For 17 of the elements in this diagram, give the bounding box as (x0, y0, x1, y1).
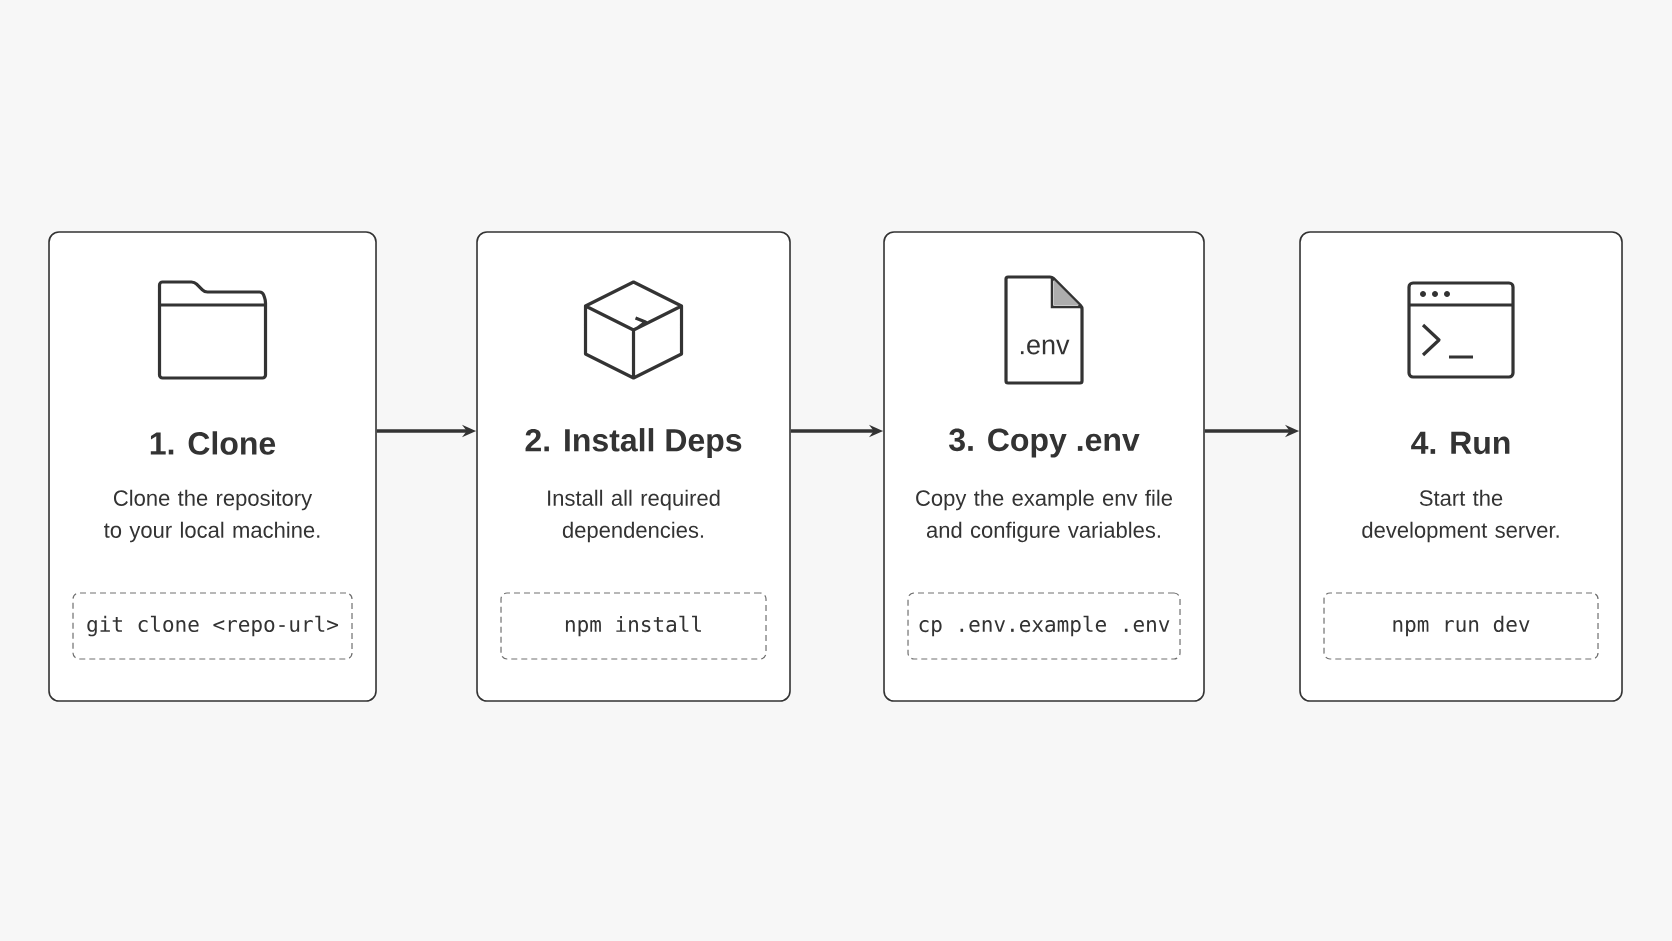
command-box: npm run dev (1323, 592, 1599, 660)
step-card (476, 231, 791, 702)
step-title: 4. Run (1411, 431, 1510, 455)
step-card (48, 231, 377, 702)
step-card (883, 231, 1205, 702)
command-box: cp .env.example .env (907, 592, 1181, 660)
step-title: 2. Install Deps (525, 428, 742, 458)
step-description: Clone the repository to your local machine. (104, 489, 320, 543)
step-description: Start the development server. (1362, 489, 1559, 543)
step-title: 1. Clone (150, 431, 276, 455)
step-description: Install all required dependencies. (548, 489, 720, 543)
command-box: npm install (500, 592, 767, 660)
file-extension: .env (1020, 339, 1070, 355)
command-box: git clone <repo-url> (72, 592, 353, 660)
step-card (1299, 231, 1623, 702)
step-description: Copy the example env file and configure variables. (916, 489, 1172, 543)
step-title: 3. Copy .env (949, 428, 1140, 458)
